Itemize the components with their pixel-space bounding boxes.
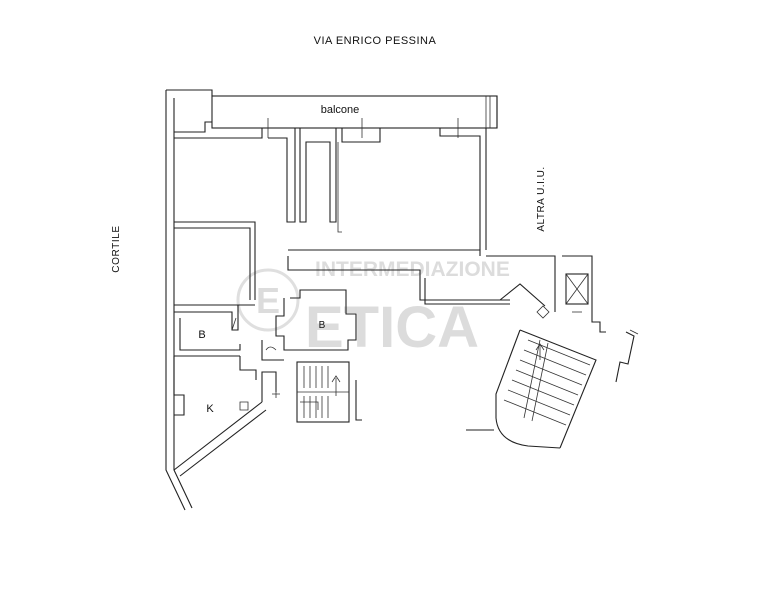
bath-2-label: B (319, 320, 326, 331)
other-unit-label: ALTRA U.I.U. (536, 166, 547, 231)
middle-rooms (174, 221, 556, 319)
kitchen-label: K (206, 403, 214, 415)
kitchen (173, 356, 280, 416)
curved-stair (466, 329, 597, 449)
stairwell (296, 361, 362, 423)
balcony (211, 95, 498, 138)
bath-1-label: B (198, 329, 205, 341)
watermark-monogram: E (256, 280, 280, 321)
bath-1 (174, 305, 241, 357)
watermark: E INTERMEDIAZIONE ETICA (236, 258, 510, 360)
front-rooms (174, 121, 487, 250)
elevator-block (562, 255, 639, 383)
watermark-seal-icon (236, 268, 300, 332)
courtyard-label: CORTILE (111, 225, 122, 272)
balcony-label: balcone (321, 104, 360, 116)
street-label: VIA ENRICO PESSINA (314, 35, 437, 47)
bath-2 (261, 289, 357, 361)
watermark-line2: ETICA (305, 295, 479, 360)
